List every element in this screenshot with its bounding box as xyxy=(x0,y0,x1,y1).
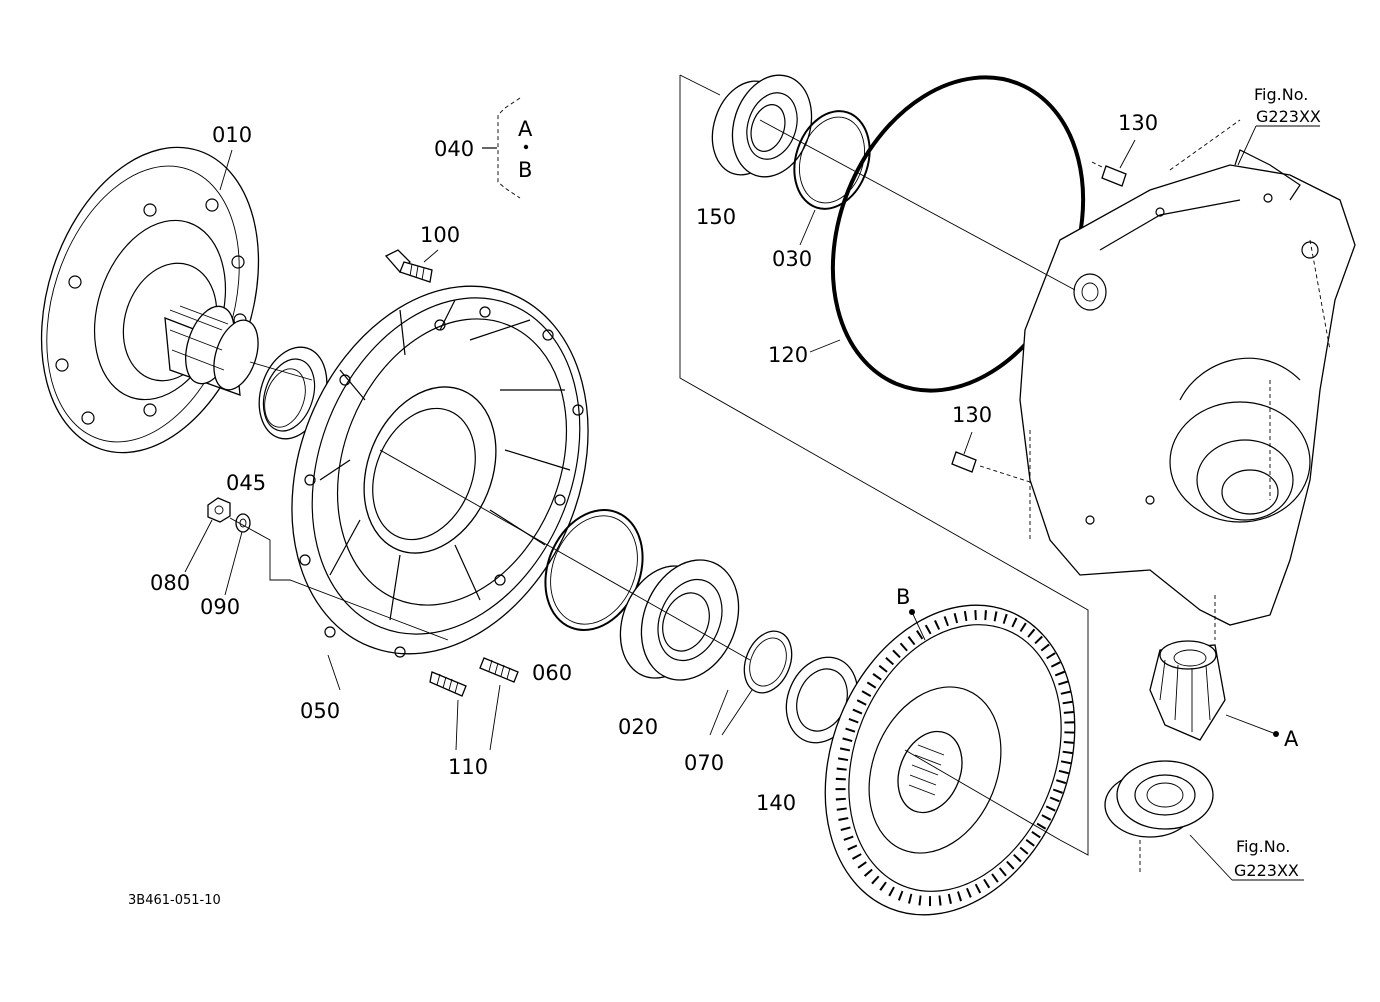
drawing-code: 3B461-051-10 xyxy=(128,893,221,908)
part-130-washer[interactable] xyxy=(235,513,251,533)
callout-120: 080 xyxy=(150,571,190,595)
callout-030: 030 xyxy=(772,247,812,271)
group-marker-a: A xyxy=(518,117,533,141)
part-010-flange-shaft[interactable] xyxy=(4,119,295,481)
callout-060: 020 xyxy=(618,715,658,739)
group-bracket xyxy=(497,97,521,199)
part-150-pin-upper[interactable] xyxy=(1101,165,1127,187)
part-020-bearing[interactable] xyxy=(701,65,824,187)
callout-150-upper: 130 xyxy=(1118,111,1158,135)
fig-ref-top-label: Fig.No. xyxy=(1254,85,1308,104)
callout-110: 110 xyxy=(448,755,488,779)
part-ring-gear-b[interactable] xyxy=(781,567,1120,952)
callout-050: 070 xyxy=(684,751,724,775)
callout-040: 040 xyxy=(434,137,474,161)
part-100-bolt[interactable] xyxy=(384,249,433,283)
group-marker-b-ring-gear: B xyxy=(896,585,910,609)
part-120-nut[interactable] xyxy=(207,497,231,523)
callout-020: 150 xyxy=(696,205,736,229)
fig-ref-bottom-code: G223XX xyxy=(1234,861,1299,880)
part-pinion-a[interactable] xyxy=(1149,640,1226,741)
part-080-oil-seal[interactable] xyxy=(248,338,338,447)
callout-010: 010 xyxy=(212,123,252,147)
fig-ref-top-code: G223XX xyxy=(1256,107,1321,126)
fig-ref-bottom-label: Fig.No. xyxy=(1236,837,1290,856)
bracket-dot xyxy=(523,144,529,150)
callout-045: 140 xyxy=(756,791,796,815)
part-090-cover-housing[interactable] xyxy=(239,241,641,698)
callout-090: 050 xyxy=(300,699,340,723)
main-case-housing xyxy=(1019,119,1356,626)
group-marker-b: B xyxy=(518,158,532,182)
callout-140: 120 xyxy=(768,343,808,367)
callout-080: 045 xyxy=(226,471,266,495)
callout-100: 100 xyxy=(420,223,460,247)
part-110-studs[interactable] xyxy=(429,657,519,697)
part-050-shims[interactable] xyxy=(736,624,801,700)
callout-130: 090 xyxy=(200,595,240,619)
part-pinion-bearing[interactable] xyxy=(1104,760,1214,838)
assembly-guide-lines xyxy=(249,74,1271,872)
group-marker-a-pinion: A xyxy=(1284,727,1299,751)
part-060-bearing[interactable] xyxy=(604,545,756,694)
part-150-pin-lower[interactable] xyxy=(951,451,977,473)
part-030-snap-ring[interactable] xyxy=(782,101,881,218)
callout-150-lower: 130 xyxy=(952,403,992,427)
callout-070: 060 xyxy=(532,661,572,685)
